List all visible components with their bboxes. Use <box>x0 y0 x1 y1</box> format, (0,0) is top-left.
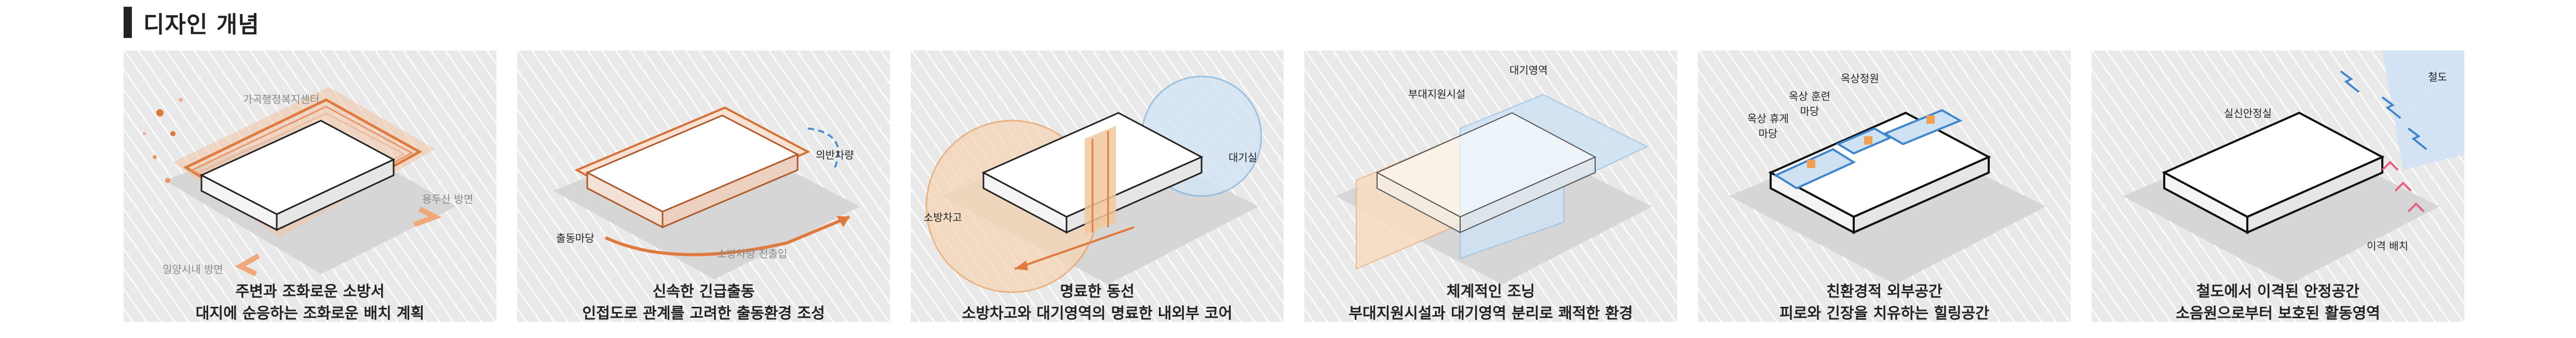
concept-panel-eco: 옥상정원 옥상 훈련마당 옥상 휴게마당 친환경적 외부공간 피로와 긴장을 치… <box>1698 50 2071 322</box>
label-separation: 이격 배치 <box>2367 238 2408 253</box>
caption-title: 신속한 긴급출동 <box>517 279 890 301</box>
caption-title: 명료한 동선 <box>911 279 1284 301</box>
caption-title: 주변과 조화로운 소방서 <box>124 279 496 301</box>
caption-subtitle: 피로와 긴장을 치유하는 힐링공간 <box>1698 301 2071 322</box>
caption-title: 친환경적 외부공간 <box>1698 279 2071 301</box>
header-bar <box>124 7 132 38</box>
concept-panel-dispatch: 의반차량 출동마당 소방차량 진출입 신속한 긴급출동 인접도로 관계를 고려한… <box>517 50 890 322</box>
label-fire-garage: 소방차고 <box>924 209 962 224</box>
label-dispatch-yard: 출동마당 <box>556 230 595 245</box>
section-title: 디자인 개념 <box>143 6 260 39</box>
label-rest-room: 실신안정실 <box>2224 105 2272 120</box>
label-waiting-room: 대기실 <box>1229 149 1257 164</box>
caption-subtitle: 인접도로 관계를 고려한 출동환경 조성 <box>517 301 890 322</box>
section-header: 디자인 개념 <box>124 6 260 38</box>
label-waiting-area: 대기영역 <box>1509 62 1548 77</box>
caption-title: 체계적인 조닝 <box>1304 279 1677 301</box>
concept-panel-zoning: 대기영역 부대지원시설 체계적인 조닝 부대지원시설과 대기영역 분리로 쾌적한… <box>1304 50 1677 322</box>
caption-subtitle: 대지에 순응하는 조화로운 배치 계획 <box>124 301 496 322</box>
label-miryang-city: 밀양시내 방면 <box>163 261 223 276</box>
concept-panel-railway: 철도 실신안정실 이격 배치 철도에서 이격된 안정공간 소음원으로부터 보호된… <box>2092 50 2464 322</box>
label-rooftop-garden: 옥상정원 <box>1841 70 1879 85</box>
core-band <box>1085 126 1116 235</box>
concept-panel-circulation: 대기실 소방차고 명료한 동선 소방차고와 대기영역의 명료한 내외부 코어 <box>911 50 1284 322</box>
label-railway: 철도 <box>2428 69 2447 84</box>
label-support-facility: 부대지원시설 <box>1408 86 1465 101</box>
caption-title: 철도에서 이격된 안정공간 <box>2092 279 2464 301</box>
label-gagok-center: 가곡행정복지센터 <box>243 91 319 106</box>
label-rooftop-training: 옥상 훈련마당 <box>1789 88 1830 118</box>
caption-subtitle: 부대지원시설과 대기영역 분리로 쾌적한 환경 <box>1304 301 1677 322</box>
caption-subtitle: 소방차고와 대기영역의 명료한 내외부 코어 <box>911 301 1284 322</box>
caption-subtitle: 소음원으로부터 보호된 활동영역 <box>2092 301 2464 322</box>
label-firetruck-access: 소방차량 진출입 <box>717 245 787 261</box>
concept-panel-harmony: 가곡행정복지센터 용두산 방면 밀양시내 방면 주변과 조화로운 소방서 대지에… <box>124 50 496 322</box>
label-rooftop-rest: 옥상 휴게마당 <box>1747 110 1789 140</box>
label-general-vehicle: 의반차량 <box>816 147 854 162</box>
label-yongdusan: 용두산 방면 <box>422 191 473 206</box>
